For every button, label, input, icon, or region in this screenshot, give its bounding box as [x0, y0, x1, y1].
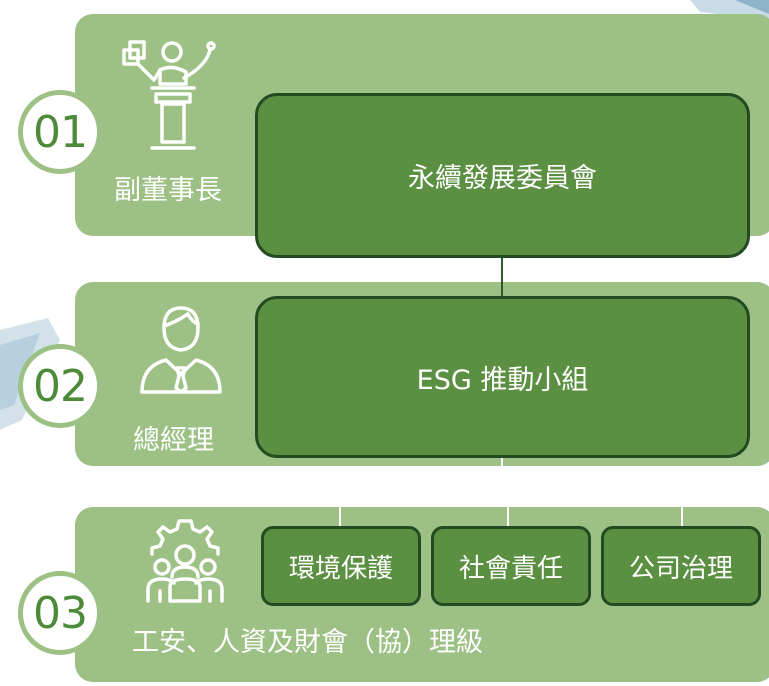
podium-speaker-icon — [122, 40, 216, 150]
corporate-governance-box: 公司治理 — [601, 526, 761, 606]
sustainability-committee-box: 永續發展委員會 — [255, 93, 750, 258]
role-label-03: 工安、人資及財會（協）理級 — [132, 627, 483, 658]
role-label-02: 總經理 — [133, 425, 214, 456]
esg-promotion-group-box: ESG 推動小組 — [255, 296, 750, 458]
row-number-02: 02 — [18, 344, 102, 428]
role-label-01: 副董事長 — [114, 175, 222, 206]
social-responsibility-box: 社會責任 — [431, 526, 591, 606]
environment-box: 環境保護 — [261, 526, 421, 606]
row-number-01: 01 — [18, 90, 102, 174]
team-gear-icon — [146, 519, 224, 603]
row-number-03: 03 — [18, 571, 102, 655]
person-tie-icon — [140, 306, 222, 394]
